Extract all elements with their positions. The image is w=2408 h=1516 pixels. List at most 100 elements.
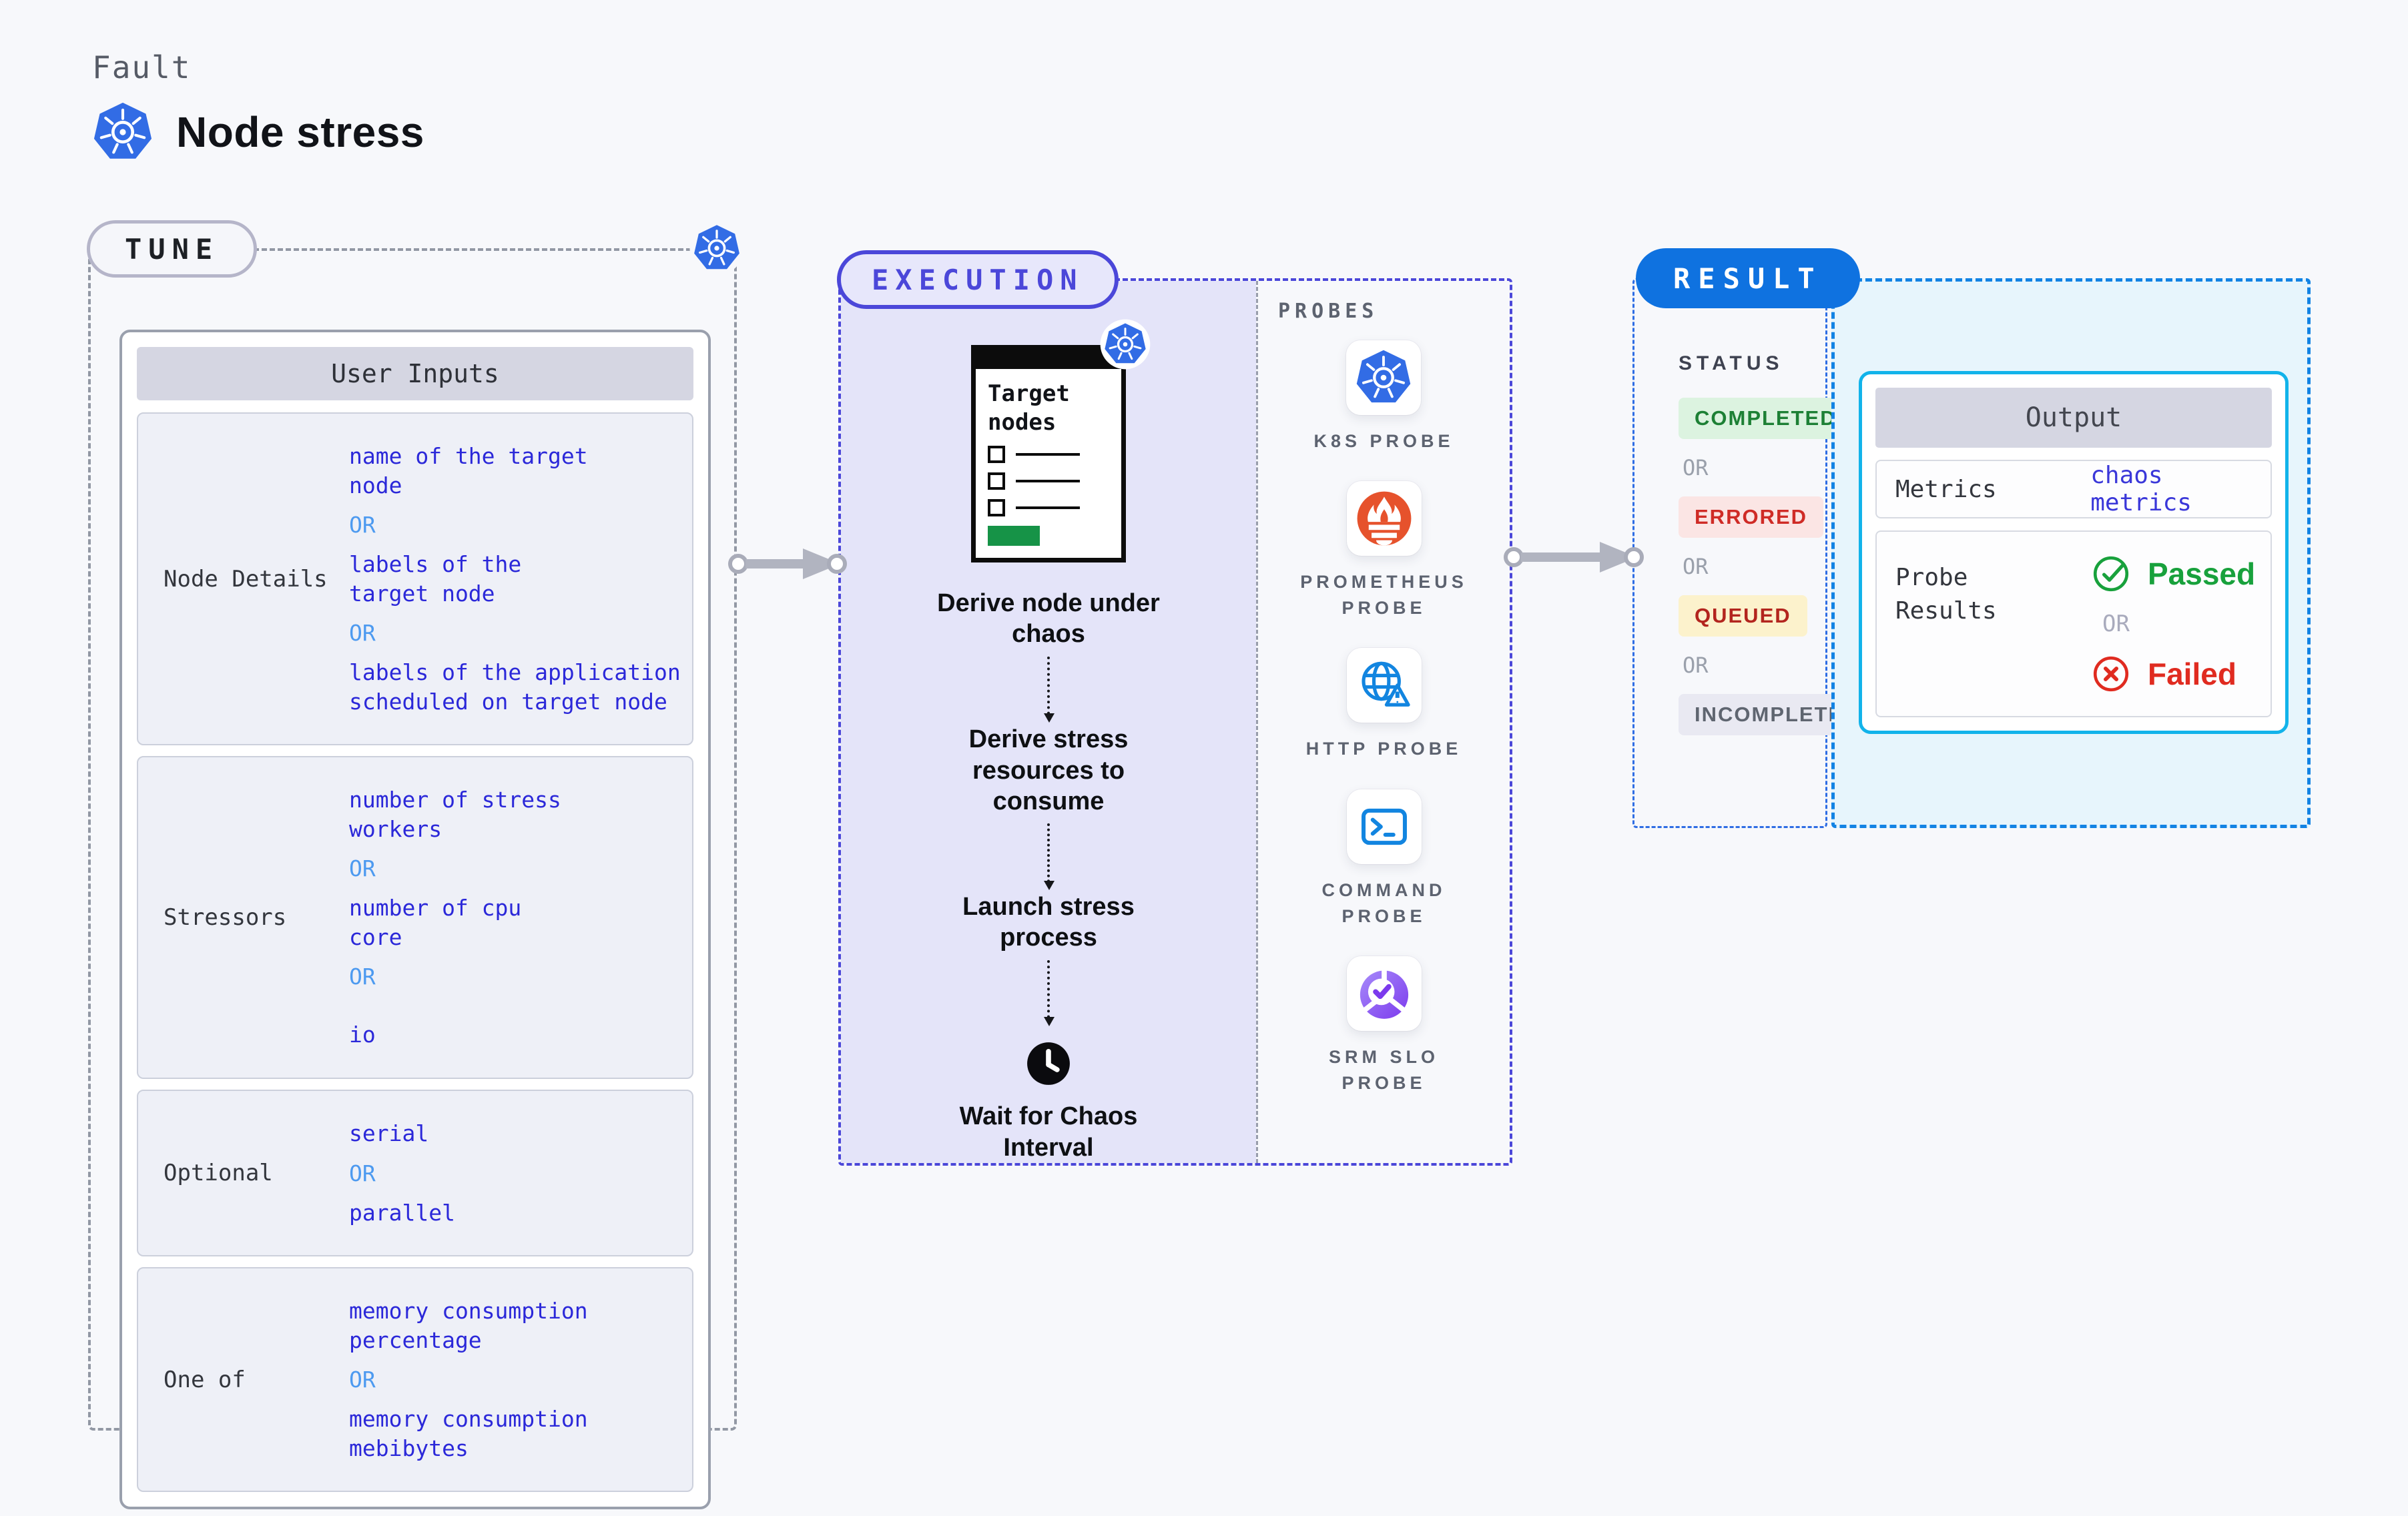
optional-row: Optional serial OR parallel [137, 1090, 693, 1257]
status-title: STATUS [1679, 352, 1784, 374]
or-separator: OR [349, 512, 376, 538]
tune-to-execution-arrow [728, 548, 848, 579]
row-label: Stressors [164, 904, 287, 931]
connector-dot [827, 554, 847, 574]
flow-step: Derive stress resources to consume [968, 725, 1129, 816]
input-option: labels of the target node [349, 551, 522, 607]
arrow-shaft [745, 559, 807, 568]
row-values: memory consumption percentage OR memory … [349, 1282, 681, 1477]
probe-item: COMMAND PROBE [1284, 789, 1484, 929]
status-badge-errored: ERRORED [1679, 496, 1824, 538]
prometheus-icon [1346, 481, 1422, 556]
probe-item: HTTP PROBE [1306, 648, 1462, 762]
input-option: serial [349, 1120, 429, 1147]
checkbox-icon [988, 446, 1005, 463]
input-option: io [349, 1022, 376, 1048]
arrow-shaft [1521, 552, 1604, 562]
execution-flow: Target nodes Derive node under chaos Der… [841, 281, 1256, 1163]
checkbox-icon [988, 472, 1005, 490]
probe-label: K8S PROBE [1313, 431, 1454, 451]
kubernetes-icon [1346, 340, 1422, 415]
probe-label: PROMETHEUS PROBE [1300, 572, 1468, 619]
kubernetes-icon [689, 221, 744, 276]
or-separator: OR [349, 964, 376, 990]
list-line [1016, 453, 1080, 456]
clipboard-title: Target nodes [988, 380, 1070, 436]
status-badge-completed: COMPLETED [1679, 398, 1853, 439]
user-inputs-header: User Inputs [137, 347, 693, 400]
probe-item: K8S PROBE [1313, 340, 1454, 454]
connector-dot [1624, 547, 1644, 567]
result-status-panel: RESULT STATUS COMPLETED OR ERRORED OR QU… [1632, 248, 1876, 828]
clipboard-header-bar [975, 349, 1122, 369]
progress-bar [988, 526, 1040, 546]
input-option: labels of the application scheduled on t… [349, 659, 681, 715]
status-badge-queued: QUEUED [1679, 595, 1807, 637]
output-card: Output Metrics chaos metrics Probe Resul… [1859, 371, 2289, 734]
stressors-row: Stressors number of stress workers OR nu… [137, 756, 693, 1080]
kubernetes-icon [92, 101, 154, 163]
input-option: parallel [349, 1199, 455, 1226]
row-values: number of stress workers OR number of cp… [349, 771, 681, 1064]
metrics-row: Metrics chaos metrics [1875, 460, 2272, 518]
page-title-row: Node stress [92, 101, 424, 163]
row-label: One of [164, 1366, 246, 1393]
checklist-row [988, 446, 1121, 463]
probe-item: SRM SLO PROBE [1284, 956, 1484, 1096]
or-separator: OR [349, 620, 376, 647]
checkbox-icon [988, 499, 1005, 516]
page-title: Node stress [176, 108, 424, 156]
probe-results-values: Passed OR Failed [2092, 554, 2255, 693]
probe-label: SRM SLO PROBE [1328, 1046, 1439, 1093]
kubernetes-icon [1100, 319, 1151, 370]
checklist-row [988, 499, 1121, 516]
failed-line: Failed [2092, 655, 2255, 693]
passed-label: Passed [2148, 556, 2256, 591]
tune-section: TUNE User Inputs Node Details name of th… [87, 220, 744, 1510]
flow-step: Launch stress process [962, 892, 1135, 952]
input-option: memory consumption mebibytes [349, 1406, 588, 1461]
terminal-icon [1346, 789, 1422, 864]
or-separator: OR [349, 1160, 376, 1186]
row-label: Optional [164, 1160, 273, 1187]
or-separator: OR [2102, 611, 2130, 637]
or-separator: OR [349, 855, 376, 882]
probe-label: HTTP PROBE [1305, 739, 1462, 759]
output-header: Output [1875, 388, 2272, 448]
input-option: name of the target node [349, 443, 588, 498]
row-label: Node Details [164, 565, 328, 593]
flow-arrow-down [1044, 960, 1055, 1026]
probe-results-row: Probe Results Passed OR Failed [1875, 530, 2272, 717]
result-pill: RESULT [1636, 248, 1860, 308]
row-values: name of the target node OR labels of the… [349, 427, 681, 731]
flow-step: Wait for Chaos Interval [959, 1102, 1138, 1162]
probes-title: PROBES [1278, 300, 1379, 323]
x-circle-icon [2092, 655, 2130, 693]
probe-item: PROMETHEUS PROBE [1284, 481, 1484, 621]
input-option: memory consumption percentage [349, 1298, 588, 1353]
flow-arrow-down [1044, 823, 1055, 890]
or-separator: OR [349, 1367, 376, 1393]
metrics-value: chaos metrics [2090, 462, 2192, 516]
or-separator: OR [1683, 554, 1709, 579]
flow-arrow-down [1044, 656, 1055, 723]
execution-section: EXECUTION Target nodes Derive node under… [837, 250, 1512, 1166]
probes-panel: PROBES K8S PROBE PROMETHEUS PROBE HTTP P… [1256, 281, 1510, 1163]
list-line [1016, 480, 1080, 482]
list-line [1016, 506, 1080, 509]
probe-label: COMMAND PROBE [1321, 879, 1446, 926]
tune-pill: TUNE [87, 220, 258, 278]
check-circle-icon [2092, 554, 2130, 593]
one-of-row: One of memory consumption percentage OR … [137, 1267, 693, 1493]
flow-step: Derive node under chaos [937, 589, 1160, 649]
http-globe-icon [1346, 648, 1422, 723]
slo-donut-icon [1346, 956, 1422, 1031]
node-details-row: Node Details name of the target node OR … [137, 412, 693, 746]
result-output-panel: Output Metrics chaos metrics Probe Resul… [1831, 278, 2311, 828]
execution-pill: EXECUTION [837, 250, 1119, 309]
input-option: number of stress workers [349, 787, 561, 842]
input-option: number of cpu core [349, 895, 522, 950]
or-separator: OR [1683, 455, 1709, 480]
row-values: serial OR parallel [349, 1104, 681, 1242]
